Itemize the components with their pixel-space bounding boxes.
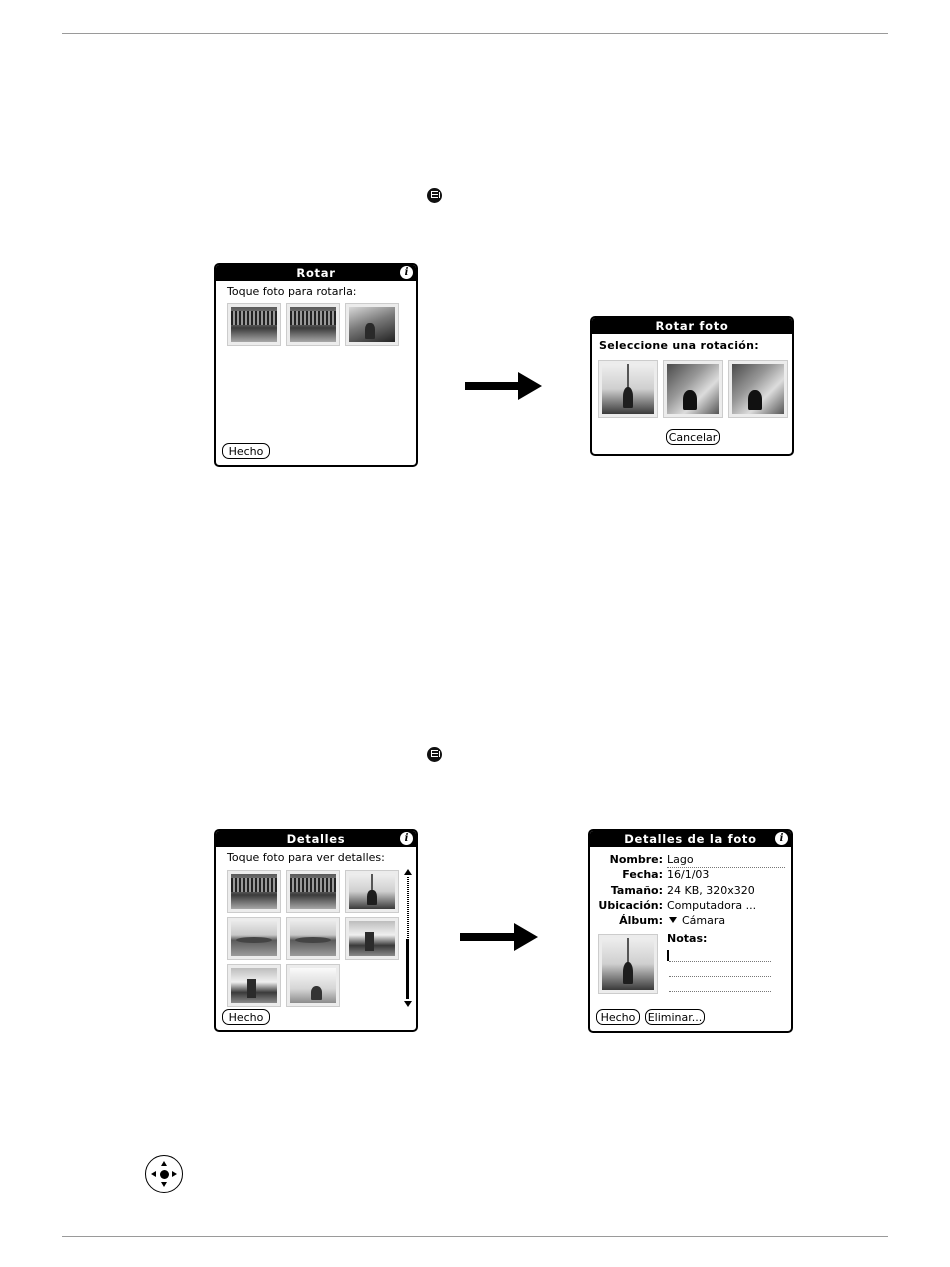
done-button[interactable]: Hecho: [596, 1009, 640, 1025]
rotate-photo-title-bar: Rotar foto: [592, 318, 792, 334]
rotate-photo-title: Rotar foto: [656, 319, 729, 333]
rotate-title: Rotar: [296, 266, 335, 280]
details-thumbnail[interactable]: [227, 964, 281, 1007]
notes-label: Notas:: [667, 932, 707, 945]
details-thumbnail[interactable]: [345, 917, 399, 960]
details-thumbnail[interactable]: [286, 964, 340, 1007]
rotation-option[interactable]: [663, 360, 723, 418]
notes-field[interactable]: [669, 976, 771, 977]
date-value: 16/1/03: [667, 868, 709, 881]
details-thumbnail[interactable]: [227, 870, 281, 913]
rotate-photo-instruction: Seleccione una rotación:: [599, 339, 759, 352]
rotation-option[interactable]: [728, 360, 788, 418]
scroll-thumb[interactable]: [406, 939, 409, 999]
details-thumbnail[interactable]: [286, 870, 340, 913]
bottom-rule: [62, 1236, 888, 1237]
right-arrow-icon: [465, 382, 520, 390]
album-label: Álbum:: [619, 914, 663, 927]
details-title: Detalles: [287, 832, 346, 846]
name-label: Nombre:: [610, 853, 663, 866]
rotate-window: Rotar i Toque foto para rotarla: Hecho: [214, 263, 418, 467]
rotate-photo-window: Rotar foto Seleccione una rotación: Canc…: [590, 316, 794, 456]
photo-details-title-bar: Detalles de la foto i: [590, 831, 791, 847]
info-icon[interactable]: i: [775, 832, 788, 845]
scroll-down-icon[interactable]: [404, 1001, 412, 1007]
photo-details-window: Detalles de la foto i Nombre: Lago Fecha…: [588, 829, 793, 1033]
text-cursor: [667, 950, 669, 961]
details-title-bar: Detalles i: [216, 831, 416, 847]
five-way-navigator-icon: [145, 1155, 183, 1193]
scroll-track: [407, 877, 409, 939]
rotate-thumbnail[interactable]: [227, 303, 281, 346]
details-thumbnail[interactable]: [345, 870, 399, 913]
location-value: Computadora ...: [667, 899, 756, 912]
album-selector[interactable]: Cámara: [669, 914, 725, 927]
delete-button[interactable]: Eliminar...: [645, 1009, 705, 1025]
notes-field[interactable]: [669, 961, 771, 962]
details-thumbnail[interactable]: [227, 917, 281, 960]
scroll-up-icon[interactable]: [404, 869, 412, 875]
rotate-thumbnail[interactable]: [345, 303, 399, 346]
cancel-button[interactable]: Cancelar: [666, 429, 720, 445]
photo-details-title: Detalles de la foto: [624, 832, 756, 846]
info-icon[interactable]: i: [400, 832, 413, 845]
scrollbar[interactable]: [404, 869, 412, 1009]
rotation-option[interactable]: [598, 360, 658, 418]
info-icon[interactable]: i: [400, 266, 413, 279]
rotate-thumbnail[interactable]: [286, 303, 340, 346]
rotate-title-bar: Rotar i: [216, 265, 416, 281]
chevron-down-icon: [669, 917, 677, 923]
menu-icon: [427, 747, 442, 762]
name-value[interactable]: Lago: [667, 853, 694, 866]
details-thumbnail[interactable]: [286, 917, 340, 960]
menu-icon: [427, 188, 442, 203]
done-button[interactable]: Hecho: [222, 1009, 270, 1025]
details-instruction: Toque foto para ver detalles:: [227, 851, 385, 864]
details-window: Detalles i Toque foto para ver detalles:…: [214, 829, 418, 1032]
right-arrow-icon: [460, 933, 516, 941]
date-label: Fecha:: [622, 868, 663, 881]
top-rule: [62, 33, 888, 34]
location-label: Ubicación:: [598, 899, 663, 912]
album-value: Cámara: [682, 914, 725, 927]
size-label: Tamaño:: [611, 884, 663, 897]
notes-field[interactable]: [669, 991, 771, 992]
rotate-instruction: Toque foto para rotarla:: [227, 285, 357, 298]
photo-preview: [598, 934, 658, 994]
size-value: 24 KB, 320x320: [667, 884, 755, 897]
done-button[interactable]: Hecho: [222, 443, 270, 459]
